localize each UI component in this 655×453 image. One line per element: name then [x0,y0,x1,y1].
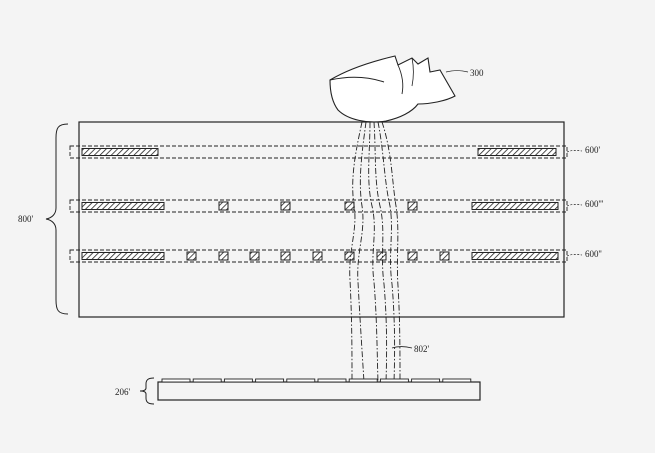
pixel-bottom-9 [439,251,450,261]
sensor-cell-5 [286,378,316,383]
sensor-brace [139,377,155,405]
light-path-3 [368,121,379,383]
stack-brace [45,123,69,315]
finger-leader [445,70,469,73]
layer-middle-leader [566,203,583,207]
light-path-6 [381,121,401,383]
electrode-middle-left [81,202,165,210]
sensor-array [157,378,481,401]
stack-label: 800' [18,214,34,224]
light-path-5 [377,121,396,383]
pixel-bottom-6 [344,251,355,261]
light-paths-label: 802' [414,344,430,354]
sensor-cell-2 [192,378,222,383]
pixel-bottom-1 [186,251,197,261]
pixel-bottom-2 [218,251,229,261]
pixel-bottom-4 [280,251,291,261]
sensor-cell-6 [317,378,347,383]
sensor-cell-3 [223,378,253,383]
light-paths [349,121,401,383]
sensor-cell-8 [379,378,409,383]
pixel-bottom-3 [249,251,260,261]
finger-label: 300 [470,68,484,78]
sensor-cell-4 [255,378,285,383]
sensor-label: 206' [115,387,131,397]
pixel-row-middle [218,201,418,211]
electrode-top-left [81,148,159,156]
device-stack [78,121,565,318]
sensor-cell-1 [161,378,191,383]
layer-middle-label: 600''' [585,199,604,209]
light-path-2 [357,121,367,383]
finger-tip-icon [329,55,456,123]
pixel-bottom-8 [407,251,418,261]
layer-top-leader [566,149,583,153]
layer-bottom [69,249,568,263]
layer-top [69,145,568,159]
pixel-middle-4 [407,201,418,211]
pixel-middle-2 [280,201,291,211]
electrode-middle-right [471,202,559,210]
electrode-bottom-left [81,252,165,260]
pixel-middle-1 [218,201,229,211]
layer-top-label: 600' [585,145,601,155]
sensor-cells [161,378,472,383]
electrode-top-right [477,148,557,156]
layer-bottom-leader [566,253,583,257]
light-path-1 [349,121,363,383]
pixel-middle-3 [344,201,355,211]
sensor-cell-10 [442,378,472,383]
pixel-bottom-5 [312,251,323,261]
pixel-bottom-7 [376,251,387,261]
layer-bottom-label: 600'' [585,249,602,259]
electrode-bottom-right [471,252,559,260]
layer-middle [69,199,568,213]
sensor-cell-7 [348,378,378,383]
pixel-row-bottom [186,251,450,261]
light-paths-leader [391,346,413,349]
sensor-cell-9 [411,378,441,383]
